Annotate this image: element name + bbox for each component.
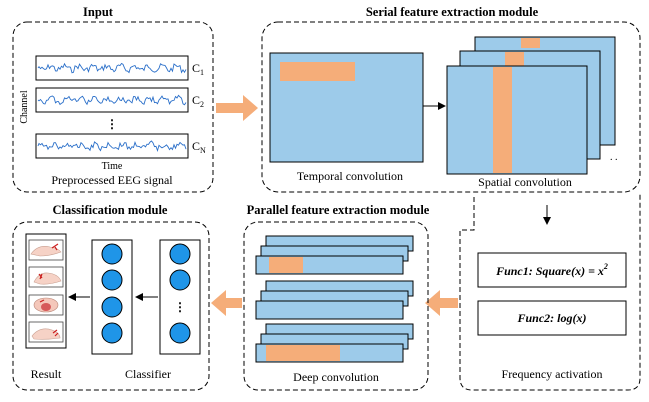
eeg-waveform [37,140,187,152]
deep-kernel-highlight [266,345,340,361]
eeg-channel-n: CN [35,133,206,159]
input-caption: Preprocessed EEG signal [51,173,173,187]
temporal-conv-block [269,52,424,163]
serial-title: Serial feature extraction module [366,5,539,19]
result-panel [25,233,67,349]
channel-label: C1 [192,61,204,77]
output-neuron [101,296,123,318]
spatial-feature-map-front [446,65,588,175]
classification-module: Classification module [12,203,210,391]
flatten-neuron [169,269,191,291]
classifier-caption: Classifier [125,367,171,381]
input-module-border [12,21,214,193]
eeg-channel-frame [35,55,189,81]
flow-arrow-input-to-serial [216,95,258,121]
parallel-title: Parallel feature extraction module [247,203,430,217]
eeg-waveform [37,62,187,74]
temporal-conv-caption: Temporal convolution [297,169,403,183]
classification-title: Classification module [53,203,168,217]
feet-icon [28,321,64,343]
eeg-channel-frame [35,87,189,113]
eeg-channel-2: C2 [35,87,204,113]
frequency-module: Func1: Square(x) = x2 Func2: log(x) Freq… [459,192,641,391]
func1-text: Func1: Square(x) = x2 [495,262,608,278]
spatial-kernel-highlight [493,67,512,173]
deep-conv-caption: Deep convolution [293,370,379,384]
temporal-kernel-highlight [280,62,355,81]
frequency-caption: Frequency activation [502,367,603,381]
serial-module: Serial feature extraction module Tempora… [261,5,641,193]
deep-conv-stack-2 [255,280,414,320]
channel-ellipsis: ⋮ [106,117,118,131]
flatten-neuron [169,322,191,344]
parallel-module-border [243,221,429,391]
input-module: Input Channel C1 C2 ⋮ CN Time Preprocess… [12,5,214,193]
classification-module-border [12,221,210,391]
input-title: Input [83,5,114,19]
spatial-kernel-highlight [505,52,524,66]
spatial-kernel-highlight [521,38,540,48]
flatten-layer: ⋮ [159,239,201,355]
deep-conv-stack-1 [255,235,414,275]
tongue-icon [28,294,64,316]
left-hand-icon [28,239,64,261]
deep-conv-stack-3 [255,323,414,363]
neuron-ellipsis: ⋮ [174,300,186,314]
output-neuron [101,322,123,344]
right-hand-icon [28,266,64,288]
flatten-neuron [169,243,191,265]
func1-box [477,252,627,288]
spatial-conv-stack: . . [446,36,618,175]
deep-feature-map [255,300,404,320]
stack-ellipsis: . . [610,152,618,163]
func2-box [477,300,627,336]
serial-module-border [261,21,641,193]
frequency-module-border [459,192,641,391]
time-axis-label: Time [102,161,123,172]
channel-label: CN [192,139,206,155]
output-neuron [101,243,123,265]
spatial-conv-caption: Spatial convolution [478,175,572,189]
channel-label: C2 [192,93,204,109]
eeg-channel-1: C1 [35,55,204,81]
eeg-waveform [37,94,187,106]
eeg-channel-frame [35,133,189,159]
flow-arrow-frequency-to-parallel [425,290,458,316]
deep-kernel-highlight [269,257,303,273]
flow-arrow-parallel-to-classification [211,290,242,316]
output-neuron [101,269,123,291]
output-layer [91,239,133,355]
channel-axis-label: Channel [19,90,30,124]
func2-text: Func2: log(x) [517,311,587,325]
parallel-module: Parallel feature extraction module Deep … [243,203,430,391]
result-caption: Result [31,367,62,381]
